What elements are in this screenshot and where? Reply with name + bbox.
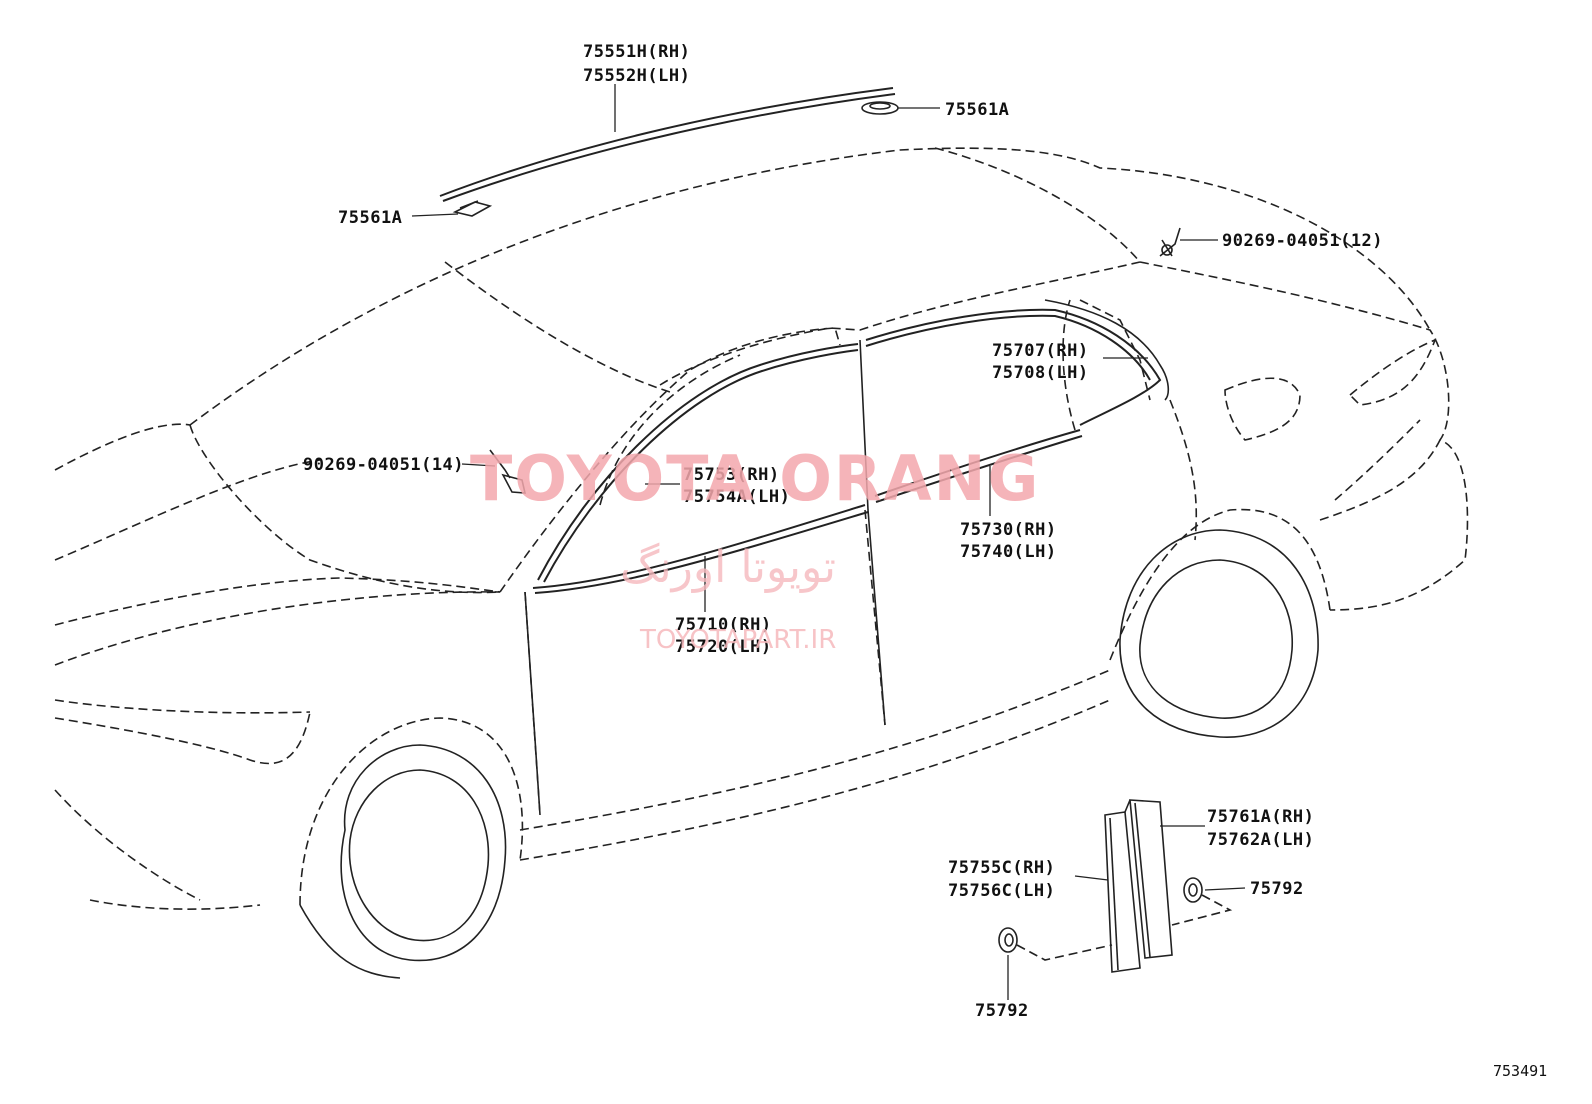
watermark-brand: TOYOTA ORANG (470, 442, 1040, 515)
label-pillar-garnish-lh: 75762A(LH) (1207, 830, 1314, 850)
watermark-url: TOYOTAPART.IR (639, 625, 836, 655)
watermark-persian: تویوتا اورنگ (620, 542, 836, 593)
diagram-number: 753491 (1493, 1062, 1547, 1080)
label-front-belt-rh: 75710(RH) (675, 615, 772, 635)
part-labels: 75551H(RH) 75552H(LH) 75561A 75561A 9026… (303, 42, 1383, 1021)
label-rear-belt-lh: 75740(LH) (960, 542, 1057, 562)
door-panels (524, 299, 1170, 816)
label-rear-belt-rh: 75730(RH) (960, 520, 1057, 540)
front-belt-molding-part (532, 504, 869, 594)
rear-belt-molding-part (874, 429, 1083, 503)
label-roof-molding-rh: 75551H(RH) (583, 42, 690, 62)
label-rear-door-frame-rh: 75707(RH) (992, 341, 1089, 361)
label-clip-front: 90269-04051(14) (303, 455, 464, 475)
front-door-frame-part (537, 343, 859, 583)
label-pillar-molding-lh: 75756C(LH) (948, 881, 1055, 901)
car-body-outline (54, 147, 1469, 910)
label-front-belt-lh: 75720(LH) (675, 637, 772, 657)
front-wheel (299, 744, 507, 979)
label-pillar-molding-rh: 75755C(RH) (948, 858, 1055, 878)
clip-pin-rear-part (1159, 227, 1181, 257)
label-clip-pillar-bottom: 75792 (975, 1001, 1029, 1021)
watermark: TOYOTA ORANG تویوتا اورنگ TOYOTAPART.IR (470, 442, 1040, 655)
roof-clip-front-part (452, 200, 493, 217)
pillar-clip-guide-lines (1016, 894, 1233, 961)
label-roof-clip-rear: 75561A (945, 100, 1009, 120)
rear-wheel (1119, 529, 1319, 738)
rear-door-frame-part (865, 308, 1162, 426)
roof-clip-rear-part (861, 101, 899, 115)
pillar-garnish-part (1104, 799, 1173, 973)
pillar-clip-bottom-part (998, 927, 1018, 953)
label-clip-pillar-right: 75792 (1250, 879, 1304, 899)
roof-molding-part (439, 87, 896, 202)
label-front-door-frame-rh: 75753(RH) (683, 465, 780, 485)
label-pillar-garnish-rh: 75761A(RH) (1207, 807, 1314, 827)
label-roof-molding-lh: 75552H(LH) (583, 66, 690, 86)
clip-pin-front-part (489, 449, 527, 494)
label-clip-rear: 90269-04051(12) (1222, 231, 1383, 251)
label-front-door-frame-lh: 75754A(LH) (683, 487, 790, 507)
label-rear-door-frame-lh: 75708(LH) (992, 363, 1089, 383)
label-roof-clip-front: 75561A (338, 208, 402, 228)
leader-lines (411, 84, 1246, 1000)
pillar-clip-right-part (1183, 877, 1203, 903)
